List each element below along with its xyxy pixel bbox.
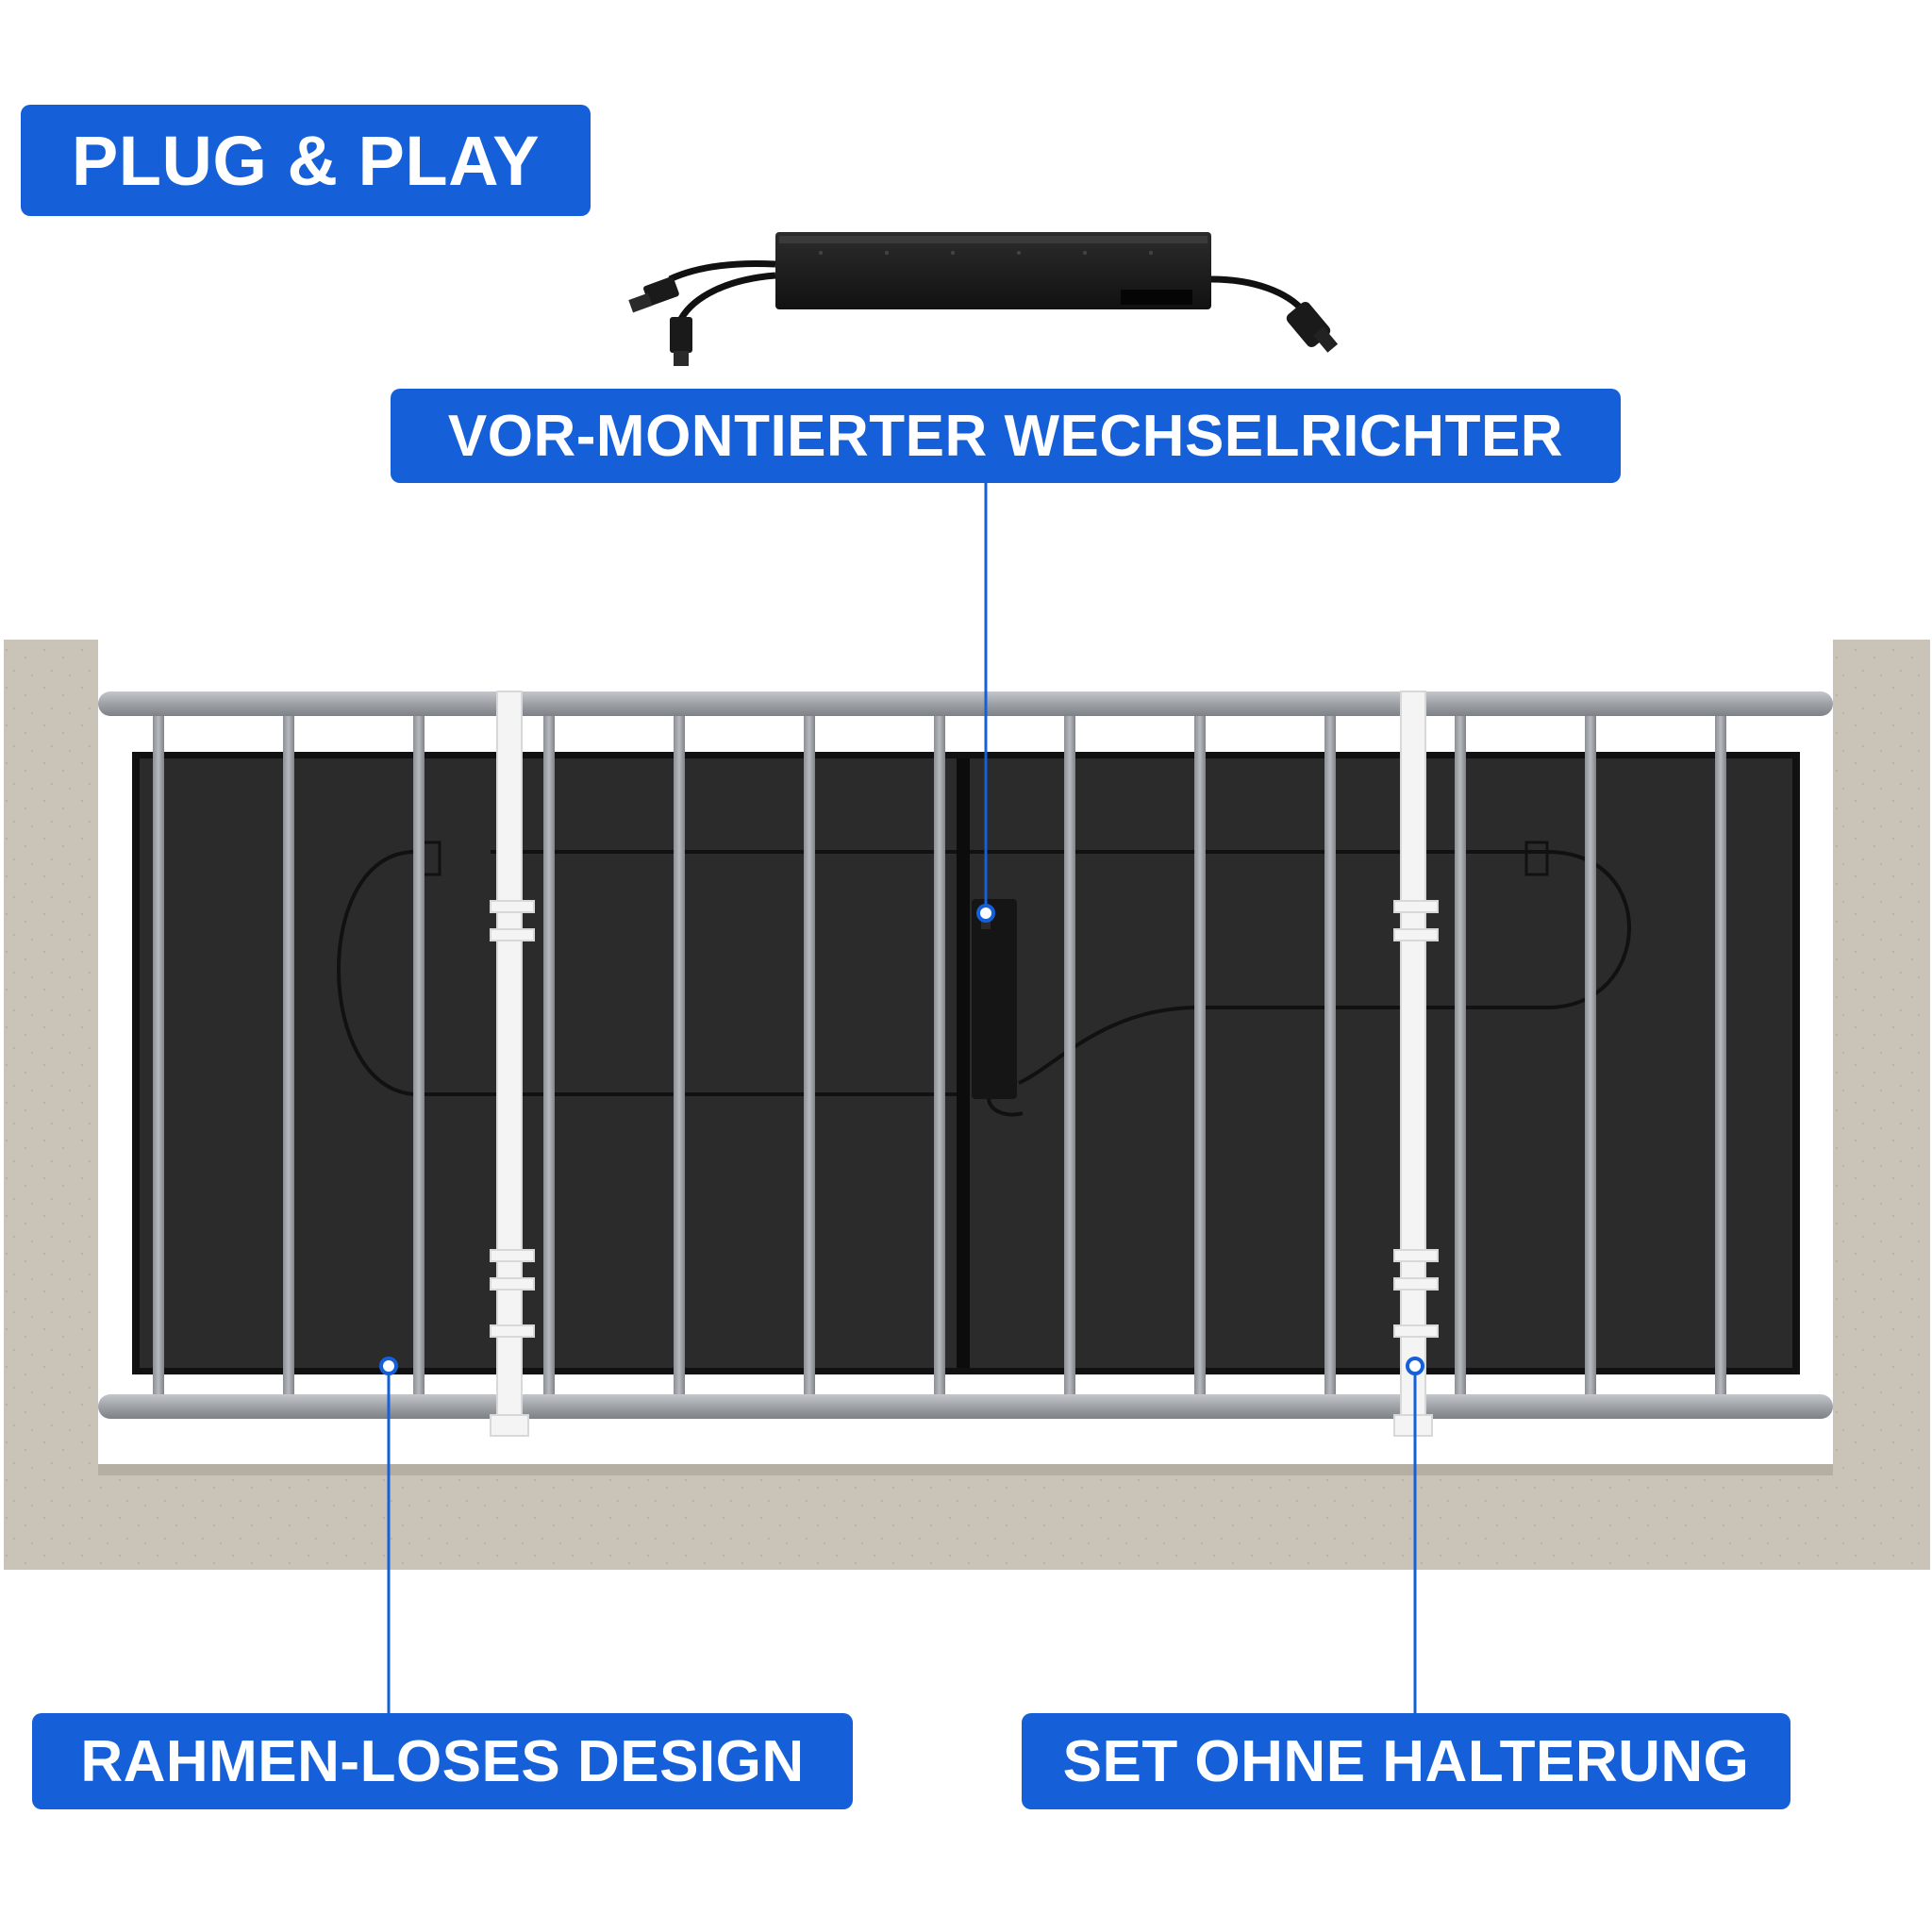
microinverter-icon [628,232,1339,366]
balcony-railing [98,691,1833,1437]
callout-leaders [379,483,1424,1713]
solar-panel-illustration [132,752,1800,1374]
no-mount-badge: SET OHNE HALTERUNG [1022,1713,1790,1809]
plug-play-badge: PLUG & PLAY [21,105,591,216]
inverter-badge: VOR-MONTIERTER WECHSELRICHTER [391,389,1621,483]
frameless-badge: RAHMEN-LOSES DESIGN [32,1713,853,1809]
concrete-balcony [4,640,1930,1570]
